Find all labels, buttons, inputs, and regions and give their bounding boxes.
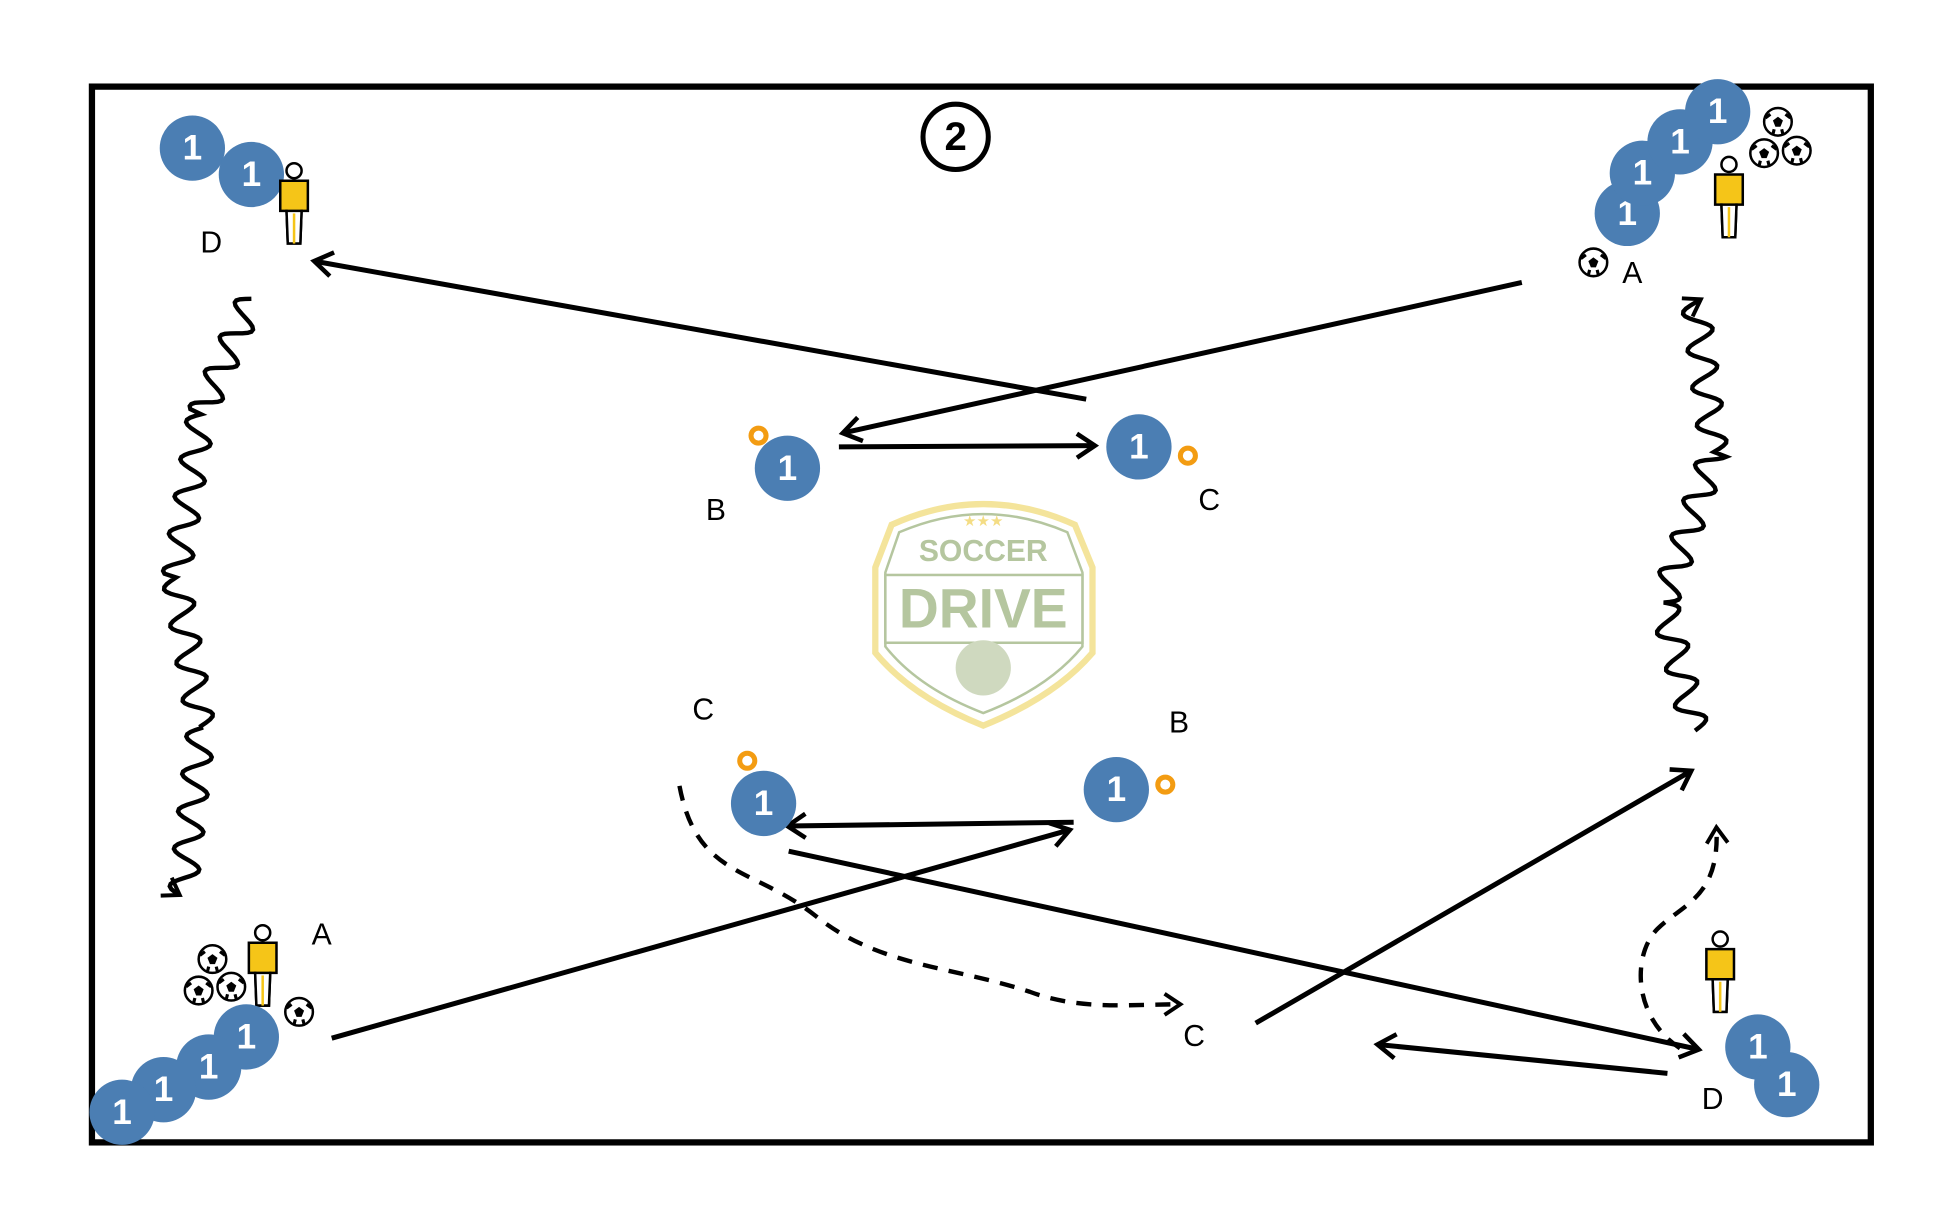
svg-text:1: 1: [242, 155, 262, 194]
station-label: D: [200, 227, 222, 260]
logo-stars: ★★★: [963, 513, 1003, 530]
player: 1: [130, 1057, 197, 1123]
pass-arrow: [331, 820, 1074, 1041]
svg-text:1: 1: [1107, 770, 1127, 809]
soccer-drive-logo: ★★★ SOCCER DRIVE: [872, 500, 1096, 729]
ball-icon: [183, 975, 215, 1006]
player: 1: [1725, 1014, 1791, 1080]
station-label: A: [1622, 257, 1643, 290]
station-label: B: [706, 494, 726, 527]
station-label: A: [312, 918, 333, 951]
svg-text:1: 1: [754, 784, 774, 823]
pass-arrow: [1254, 767, 1695, 1026]
player: 1: [1083, 756, 1149, 823]
svg-text:1: 1: [112, 1093, 132, 1132]
station-label: B: [1169, 706, 1189, 739]
station-label: C: [692, 694, 714, 727]
pass-arrow: [1373, 1032, 1668, 1076]
dribble-path: [1654, 296, 1733, 733]
player: 1: [730, 770, 797, 837]
player: 1: [1647, 109, 1713, 175]
station-label: C: [1198, 484, 1220, 517]
ball-icon: [1578, 246, 1609, 278]
pass-lines: [310, 250, 1703, 1076]
player: 1: [754, 435, 821, 501]
station-label: D: [1702, 1083, 1724, 1116]
svg-text:1: 1: [199, 1048, 219, 1087]
ball-icon: [283, 996, 315, 1028]
ball-icon: [197, 943, 228, 975]
svg-text:1: 1: [1670, 122, 1690, 161]
player: 1: [176, 1034, 242, 1100]
logo-text-drive: DRIVE: [899, 578, 1068, 640]
pass-arrow: [838, 280, 1523, 444]
run-path: [677, 785, 1184, 1017]
player: 1: [1685, 79, 1751, 145]
svg-text:1: 1: [1777, 1065, 1797, 1104]
svg-text:1: 1: [237, 1017, 257, 1056]
logo-text-soccer: SOCCER: [919, 535, 1048, 568]
svg-text:1: 1: [1748, 1027, 1768, 1066]
run-path: [1638, 823, 1730, 1051]
svg-text:1: 1: [1708, 92, 1728, 131]
ball-icon: [215, 971, 247, 1003]
pass-arrow: [838, 431, 1100, 460]
pass-arrow: [788, 848, 1703, 1060]
player: 1: [1609, 140, 1675, 206]
drill-number-badge: 2: [920, 101, 991, 172]
svg-text:1: 1: [183, 129, 203, 168]
pass-arrow: [310, 250, 1087, 402]
dribble-path: [160, 296, 256, 898]
player: 1: [89, 1079, 155, 1145]
ball-icon: [1748, 137, 1780, 169]
svg-text:1: 1: [1129, 427, 1149, 466]
player: 1: [213, 1004, 279, 1070]
station-label: C: [1183, 1020, 1205, 1053]
svg-text:1: 1: [778, 449, 798, 488]
player: 1: [218, 141, 285, 208]
svg-text:1: 1: [154, 1070, 174, 1109]
ball-icon: [1762, 106, 1794, 138]
drill-number: 2: [944, 114, 966, 159]
svg-text:1: 1: [1633, 154, 1653, 193]
logo-ball-icon: [955, 640, 1011, 696]
player: 1: [1754, 1052, 1820, 1118]
player: 1: [159, 115, 226, 181]
player: 1: [1106, 414, 1172, 480]
ball-icon: [1781, 135, 1813, 167]
pass-arrow: [783, 811, 1074, 840]
